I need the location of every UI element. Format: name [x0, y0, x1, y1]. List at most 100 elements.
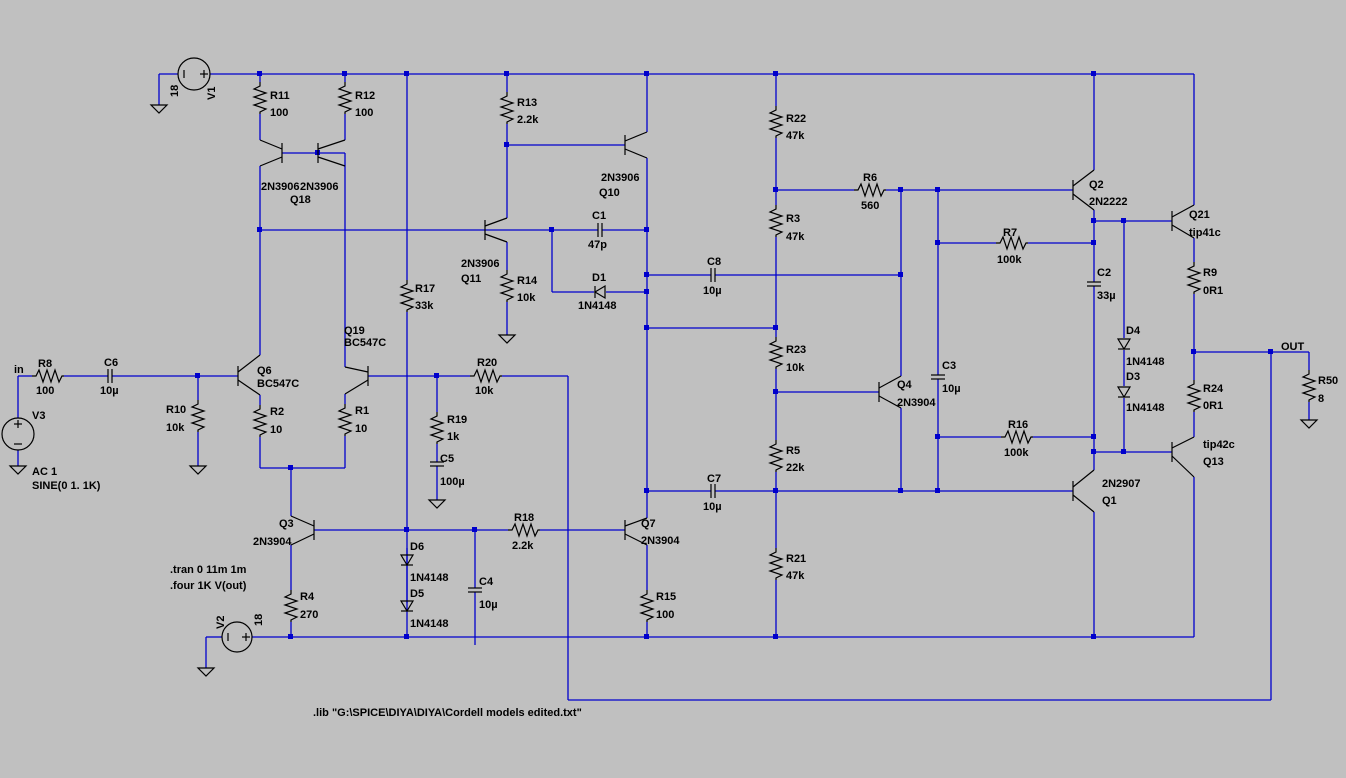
net-label-out: OUT — [1281, 341, 1305, 353]
voltage-source-v2 — [221, 621, 253, 653]
ground-symbol — [189, 465, 207, 475]
transistor-q18 — [259, 139, 346, 167]
label-q1-name: Q1 — [1102, 495, 1117, 507]
label-v3-ac: AC 1 — [32, 466, 57, 478]
label-r18-name: R18 — [514, 512, 534, 524]
resistor-r1 — [338, 403, 352, 437]
transistor-q3 — [290, 515, 315, 546]
label-c3-value: 10µ — [942, 383, 961, 395]
resistor-r17 — [400, 279, 414, 313]
spice-directives: .tran 0 11m 1m .four 1K V(out) .lib "G:\… — [170, 564, 582, 719]
label-r11-value: 100 — [270, 107, 288, 119]
label-r4-name: R4 — [300, 591, 315, 603]
label-c5-name: C5 — [440, 453, 454, 465]
label-r6-value: 560 — [861, 200, 879, 212]
net-label-in: in — [14, 364, 24, 376]
label-r1-name: R1 — [355, 405, 369, 417]
label-r20-name: R20 — [477, 357, 497, 369]
label-r2-value: 10 — [270, 424, 282, 436]
label-r5-name: R5 — [786, 445, 800, 457]
label-q19-name: Q19 — [344, 325, 365, 337]
label-r22-name: R22 — [786, 113, 806, 125]
label-r18-value: 2.2k — [512, 540, 534, 552]
voltage-source-v1 — [177, 57, 211, 91]
label-d5-name: D5 — [410, 588, 424, 600]
label-v1-value: 18 — [169, 85, 181, 97]
label-c8-value: 10µ — [703, 285, 722, 297]
transistor-q19 — [344, 366, 369, 395]
junction-dots — [195, 71, 1273, 639]
label-d6-name: D6 — [410, 541, 424, 553]
label-q2-name: Q2 — [1089, 179, 1104, 191]
wires — [17, 73, 1310, 701]
resistor-r20 — [469, 369, 503, 383]
ground-symbol — [9, 465, 27, 475]
label-q2-type: 2N2222 — [1089, 196, 1128, 208]
label-r9-name: R9 — [1203, 267, 1217, 279]
label-r50-name: R50 — [1318, 375, 1338, 387]
label-v3-name: V3 — [32, 410, 45, 422]
label-r10-name: R10 — [166, 404, 186, 416]
label-c7-name: C7 — [707, 473, 721, 485]
label-r3-name: R3 — [786, 213, 800, 225]
label-r2-name: R2 — [270, 406, 284, 418]
directive-four: .four 1K V(out) — [170, 580, 247, 592]
capacitor-c8 — [710, 267, 716, 283]
label-r17-name: R17 — [415, 283, 435, 295]
label-c2-value: 33µ — [1097, 290, 1116, 302]
label-r13-value: 2.2k — [517, 114, 539, 126]
label-q21-type: tip41c — [1189, 227, 1221, 239]
sources — [1, 57, 1318, 677]
diodes — [400, 285, 1131, 612]
transistor-q10 — [624, 131, 648, 159]
label-q18-type-right: 2N3906 — [300, 181, 339, 193]
diode-d4 — [1117, 338, 1131, 350]
label-v3-sine: SINE(0 1. 1K) — [32, 480, 101, 492]
label-r7-name: R7 — [1003, 227, 1017, 239]
label-q19-type: BC547C — [344, 337, 386, 349]
directive-tran: .tran 0 11m 1m — [170, 564, 247, 576]
label-q13-type: tip42c — [1203, 439, 1235, 451]
label-r4-value: 270 — [300, 609, 318, 621]
transistor-q11 — [484, 217, 508, 243]
label-c8-name: C8 — [707, 256, 721, 268]
label-c2-name: C2 — [1097, 267, 1111, 279]
label-r9-value: 0R1 — [1203, 285, 1223, 297]
label-d4-value: 1N4148 — [1126, 356, 1165, 368]
label-q6-type: BC547C — [257, 378, 299, 390]
label-d4-name: D4 — [1126, 325, 1141, 337]
resistor-r21 — [769, 547, 783, 581]
transistor-q6 — [237, 354, 261, 396]
label-r21-value: 47k — [786, 570, 805, 582]
label-v2-name: V2 — [215, 616, 227, 629]
label-q6-name: Q6 — [257, 365, 272, 377]
label-q18-type-left: 2N3906 — [261, 181, 300, 193]
label-r8-value: 100 — [36, 385, 54, 397]
label-r21-name: R21 — [786, 553, 806, 565]
label-c3-name: C3 — [942, 360, 956, 372]
transistor-q7 — [624, 517, 648, 546]
label-r3-value: 47k — [786, 231, 805, 243]
capacitor-c7 — [710, 483, 716, 499]
label-r24-value: 0R1 — [1203, 400, 1223, 412]
label-r7-value: 100k — [997, 254, 1022, 266]
capacitor-c2 — [1086, 281, 1102, 287]
label-q3-name: Q3 — [279, 518, 294, 530]
transistor-q4 — [878, 375, 902, 409]
resistor-r19 — [430, 411, 444, 445]
resistor-r22 — [769, 105, 783, 139]
label-d1-value: 1N4148 — [578, 300, 617, 312]
diode-d1 — [594, 285, 606, 299]
resistor-r9 — [1187, 261, 1201, 295]
resistor-r23 — [769, 336, 783, 370]
label-r10-value: 10k — [166, 422, 185, 434]
label-c1-value: 47p — [588, 239, 607, 251]
label-q10-name: Q10 — [599, 187, 620, 199]
label-c4-value: 10µ — [479, 599, 498, 611]
label-v1-name: V1 — [206, 87, 218, 100]
transistor-q13 — [1171, 436, 1195, 478]
resistor-r18 — [507, 523, 541, 537]
label-d3-value: 1N4148 — [1126, 402, 1165, 414]
label-r16-value: 100k — [1004, 447, 1029, 459]
